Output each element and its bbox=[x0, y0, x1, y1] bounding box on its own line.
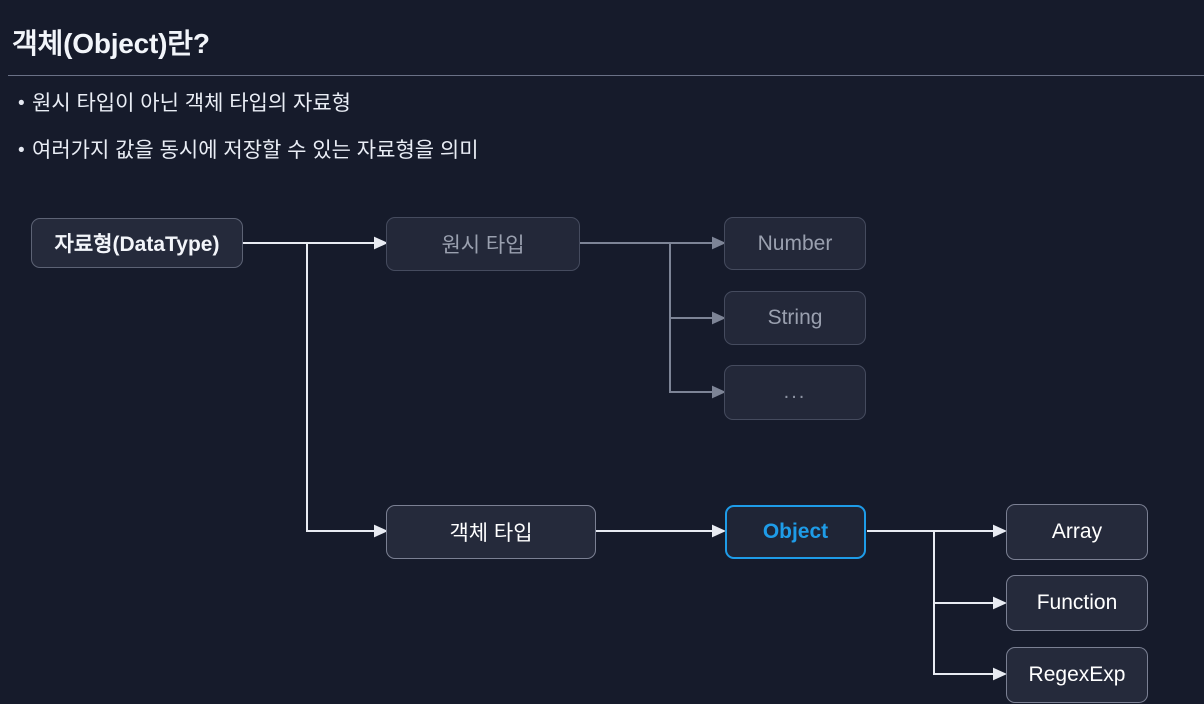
node-label: String bbox=[767, 306, 823, 329]
page-title: 객체(Object)란? bbox=[12, 28, 210, 59]
edge-primitive-string bbox=[669, 243, 726, 325]
node-label: 자료형(DataType) bbox=[54, 233, 220, 256]
edge-object-function bbox=[933, 531, 1007, 610]
bullet-dot-icon: • bbox=[18, 93, 25, 114]
node-label: RegexExp bbox=[1028, 663, 1126, 686]
node-label: ... bbox=[783, 381, 807, 403]
node-label: Number bbox=[757, 231, 833, 255]
node-label: Object bbox=[762, 520, 829, 543]
node-label: 원시 타입 bbox=[441, 234, 525, 257]
node-etc[interactable]: ... bbox=[724, 365, 866, 420]
bullet-text: 원시 타입이 아닌 객체 타입의 자료형 bbox=[32, 92, 351, 115]
node-primitive-type[interactable]: 원시 타입 bbox=[386, 217, 580, 271]
bullet-dot-icon: • bbox=[18, 140, 25, 161]
list-item: • 여러가지 값을 동시에 저장할 수 있는 자료형을 의미 bbox=[18, 135, 918, 167]
bullet-text: 여러가지 값을 동시에 저장할 수 있는 자료형을 의미 bbox=[32, 139, 479, 162]
list-item: • 원시 타입이 아닌 객체 타입의 자료형 bbox=[18, 88, 918, 120]
edge-primitive-etc bbox=[669, 318, 726, 399]
node-regexexp[interactable]: RegexExp bbox=[1006, 647, 1148, 703]
node-label: Array bbox=[1051, 520, 1103, 543]
node-label: 객체 타입 bbox=[449, 522, 533, 545]
title-divider bbox=[8, 75, 1204, 76]
node-datatype[interactable]: 자료형(DataType) bbox=[31, 218, 243, 268]
edge-datatype-objecttype bbox=[306, 243, 388, 538]
node-label: Function bbox=[1036, 591, 1118, 614]
node-number[interactable]: Number bbox=[724, 217, 866, 270]
node-object-type[interactable]: 객체 타입 bbox=[386, 505, 596, 559]
bullet-list: • 원시 타입이 아닌 객체 타입의 자료형 • 여러가지 값을 동시에 저장할… bbox=[18, 88, 918, 182]
edge-object-regexexp bbox=[933, 603, 1007, 681]
node-string[interactable]: String bbox=[724, 291, 866, 345]
node-array[interactable]: Array bbox=[1006, 504, 1148, 560]
node-function[interactable]: Function bbox=[1006, 575, 1148, 631]
node-object[interactable]: Object bbox=[725, 505, 866, 559]
